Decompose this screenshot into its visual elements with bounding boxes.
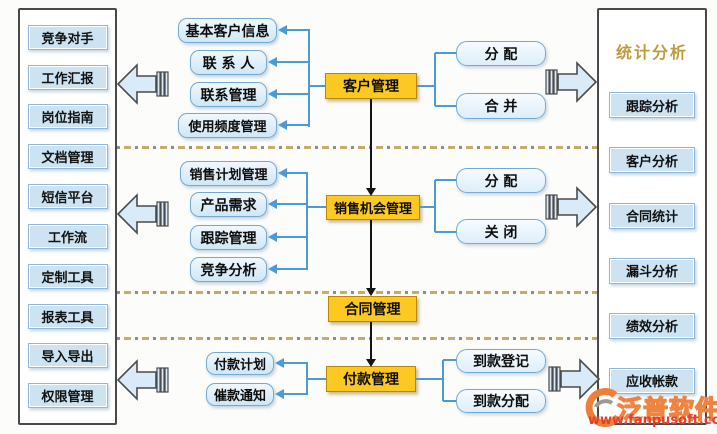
connector-arrow-g4-0 <box>275 358 308 368</box>
connector-g4-to-main <box>307 378 326 380</box>
connector-g1r-1 <box>435 105 456 107</box>
connector-arrow-g2-1 <box>268 199 308 209</box>
connector-arrow-g1-2 <box>268 89 310 99</box>
sidebar-item-doc-mgmt: 文档管理 <box>27 144 108 170</box>
stats-panel-title: 统计分析 <box>615 43 688 63</box>
dashed-separator-1 <box>117 146 597 149</box>
right-block-arrow-1-icon <box>545 61 598 103</box>
main-node-payment-mgmt: 付款管理 <box>326 366 416 392</box>
node-payment-allocation: 到款分配 <box>456 389 546 413</box>
node-payment-registration: 到款登记 <box>456 349 546 373</box>
main-node-sales-opportunity-mgmt: 销售机会管理 <box>326 195 420 220</box>
connector-bracket-g2-left <box>306 172 308 269</box>
node-tracking-mgmt: 跟踪管理 <box>190 225 267 250</box>
node-merge: 合 并 <box>456 93 546 119</box>
watermark-logo-icon <box>585 388 621 427</box>
connector-main1-right <box>417 85 435 87</box>
stats-item-tracking-analysis: 跟踪分析 <box>609 92 695 119</box>
down-arrow-3-icon <box>366 322 376 367</box>
connector-main4-right <box>416 378 443 380</box>
node-contact-mgmt: 联系管理 <box>190 82 267 107</box>
sidebar-item-permission-mgmt: 权限管理 <box>27 383 108 409</box>
node-sales-plan-mgmt: 销售计划管理 <box>180 161 277 186</box>
connector-arrow-g1-1 <box>268 57 310 67</box>
connector-arrow-g4-1 <box>275 389 308 399</box>
right-sidebar: 统计分析 跟踪分析 客户分析 合同统计 漏斗分析 绩效分析 应收帐款 <box>597 8 707 425</box>
connector-arrow-g2-2 <box>268 232 308 242</box>
left-block-arrow-2-icon <box>116 193 169 235</box>
node-product-demand: 产品需求 <box>190 192 267 217</box>
node-close: 关 闭 <box>456 219 546 244</box>
node-usage-frequency-mgmt: 使用频度管理 <box>178 113 277 138</box>
connector-g1-to-main <box>309 85 325 87</box>
sidebar-item-custom-tools: 定制工具 <box>27 263 108 289</box>
dashed-separator-2 <box>117 291 597 294</box>
connector-g2-to-main <box>307 206 326 208</box>
node-contacts: 联 系 人 <box>190 50 267 75</box>
connector-arrow-g2-0 <box>278 168 308 178</box>
left-block-arrow-1-icon <box>116 63 169 105</box>
connector-bracket-g1-left <box>308 29 310 127</box>
connector-arrow-g2-3 <box>268 264 308 274</box>
sidebar-item-report-tools: 报表工具 <box>27 303 108 329</box>
node-assign-2: 分 配 <box>456 168 546 193</box>
main-node-contract-mgmt: 合同管理 <box>328 296 417 322</box>
left-sidebar: 竞争对手 工作汇报 岗位指南 文档管理 短信平台 工作流 定制工具 报表工具 导… <box>18 8 117 425</box>
left-block-arrow-3-icon <box>116 359 169 401</box>
stats-item-performance-analysis: 绩效分析 <box>609 312 695 339</box>
node-assign-1: 分 配 <box>456 41 546 66</box>
connector-main2-right <box>420 206 435 208</box>
connector-bracket-g2-right <box>434 180 436 232</box>
connector-bracket-g1-right <box>434 53 436 106</box>
connector-g4r-0 <box>443 359 456 361</box>
down-arrow-2-icon <box>366 220 376 296</box>
connector-g4r-1 <box>443 400 456 402</box>
node-competition-analysis: 竞争分析 <box>190 257 267 282</box>
stats-item-funnel-analysis: 漏斗分析 <box>609 257 695 284</box>
down-arrow-1-icon <box>366 99 376 196</box>
right-block-arrow-2-icon <box>545 186 598 228</box>
sidebar-item-sms-platform: 短信平台 <box>27 184 108 210</box>
sidebar-item-work-report: 工作汇报 <box>27 64 108 90</box>
connector-arrow-g1-0 <box>278 25 310 35</box>
node-payment-plan: 付款计划 <box>206 352 274 375</box>
connector-g2r-0 <box>435 179 456 181</box>
node-basic-customer-info: 基本客户信息 <box>178 18 277 43</box>
connector-g1r-0 <box>435 52 456 54</box>
dashed-separator-3 <box>117 337 597 340</box>
sidebar-item-post-guide: 岗位指南 <box>27 104 108 130</box>
stats-item-customer-analysis: 客户分析 <box>609 147 695 174</box>
right-block-arrow-3-icon <box>548 358 601 400</box>
connector-arrow-g1-3 <box>278 120 310 130</box>
stats-item-receivables: 应收帐款 <box>609 367 695 394</box>
watermark-brand: 泛普软件 <box>616 394 717 424</box>
connector-g2r-1 <box>435 231 456 233</box>
sidebar-item-workflow: 工作流 <box>27 223 108 249</box>
connector-bracket-g4-right <box>442 360 444 401</box>
stats-item-contract-stats: 合同统计 <box>609 202 695 229</box>
sidebar-item-competitors: 竞争对手 <box>27 24 108 50</box>
main-node-customer-mgmt: 客户管理 <box>325 73 417 99</box>
sidebar-item-import-export: 导入导出 <box>27 343 108 369</box>
node-payment-reminder: 催款通知 <box>206 383 274 406</box>
watermark-url: www.fanpusoft.com <box>588 413 717 428</box>
